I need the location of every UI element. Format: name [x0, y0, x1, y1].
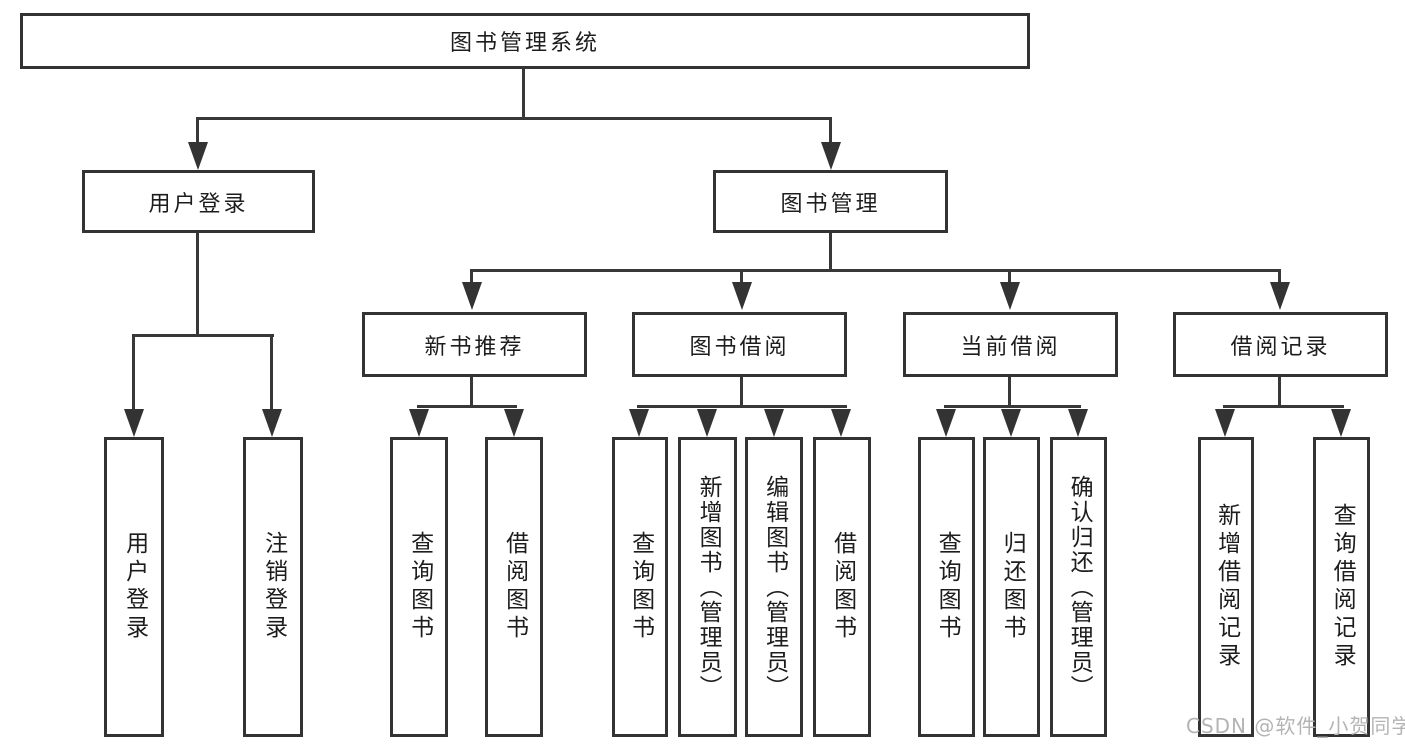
leaf-br-query-record-label: 查询借阅记录	[1329, 503, 1356, 671]
connector-book-mgmt-stem	[829, 117, 832, 145]
leaf-br-add-record-label: 新增借阅记录	[1213, 503, 1240, 671]
node-current-borrow-label: 当前借阅	[960, 334, 1061, 360]
connector-borrow-records-stem	[1278, 269, 1281, 285]
connector-leaf-user-login-stem	[132, 334, 135, 412]
connector-current-borrow-stem	[1008, 269, 1011, 285]
leaf-bb-edit-books-label: 编辑图书（管理员）	[761, 474, 788, 700]
arrow-to-cb-query	[936, 409, 956, 437]
leaf-cb-query-books: 查询图书	[918, 437, 975, 737]
connector-cb-horizontal	[944, 405, 1081, 408]
node-book-mgmt-label: 图书管理	[780, 191, 881, 217]
connector-br-stem	[1278, 377, 1281, 408]
node-current-borrow: 当前借阅	[903, 312, 1118, 377]
leaf-cb-return-books-label: 归还图书	[999, 531, 1026, 643]
leaf-bb-borrow-books: 借阅图书	[813, 437, 871, 737]
leaf-br-add-record: 新增借阅记录	[1198, 437, 1254, 737]
arrow-to-nb-query	[409, 409, 429, 437]
connector-root-horizontal	[196, 117, 832, 120]
arrow-to-cb-return	[1001, 409, 1021, 437]
leaf-user-login-label: 用户登录	[121, 531, 148, 643]
arrow-to-borrow-records	[1270, 282, 1290, 310]
node-user-login-label: 用户登录	[148, 191, 249, 217]
leaf-bb-add-books: 新增图书（管理员）	[678, 437, 737, 737]
node-book-borrow: 图书借阅	[632, 312, 847, 377]
arrow-to-br-query	[1331, 409, 1351, 437]
leaf-nb-query-books: 查询图书	[390, 437, 448, 737]
node-new-book-rec-label: 新书推荐	[424, 334, 525, 360]
arrow-to-current-borrow	[1000, 282, 1020, 310]
connector-root-stem	[522, 69, 525, 118]
leaf-nb-borrow-books: 借阅图书	[485, 437, 543, 737]
node-book-borrow-label: 图书借阅	[689, 334, 790, 360]
leaf-bb-edit-books: 编辑图书（管理员）	[745, 437, 803, 737]
connector-cb-stem	[1008, 377, 1011, 408]
connector-nb-stem	[470, 377, 473, 408]
leaf-bb-query-books: 查询图书	[612, 437, 668, 737]
node-root: 图书管理系统	[20, 13, 1030, 69]
leaf-cb-confirm-return: 确认归还（管理员）	[1050, 437, 1107, 737]
arrow-to-book-mgmt	[821, 142, 841, 170]
node-root-label: 图书管理系统	[449, 31, 600, 56]
leaf-cb-query-books-label: 查询图书	[934, 531, 961, 643]
leaf-logout: 注销登录	[243, 437, 303, 737]
leaf-cb-return-books: 归还图书	[983, 437, 1040, 737]
arrow-to-leaf-user-login	[124, 409, 144, 437]
arrow-to-nb-borrow	[504, 409, 524, 437]
connector-login-branch-horizontal	[132, 334, 274, 337]
connector-bb-horizontal	[637, 405, 847, 408]
connector-mgmt-branch-stem	[829, 233, 832, 272]
connector-new-book-stem	[470, 269, 473, 285]
connector-nb-horizontal	[417, 405, 517, 408]
node-borrow-records-label: 借阅记录	[1230, 334, 1331, 360]
arrow-to-user-login	[188, 142, 208, 170]
arrow-to-cb-confirm	[1068, 409, 1088, 437]
leaf-cb-confirm-return-label: 确认归还（管理员）	[1066, 474, 1093, 700]
connector-user-login-stem	[196, 117, 199, 145]
watermark: CSDN @软件_小贺同学	[1186, 714, 1405, 738]
leaf-user-login: 用户登录	[104, 437, 164, 737]
leaf-nb-borrow-books-label: 借阅图书	[501, 531, 528, 643]
leaf-bb-borrow-books-label: 借阅图书	[829, 531, 856, 643]
connector-bb-stem	[740, 377, 743, 408]
connector-br-horizontal	[1223, 405, 1344, 408]
arrow-to-book-borrow	[732, 282, 752, 310]
arrow-to-bb-borrow	[831, 409, 851, 437]
leaf-logout-label: 注销登录	[260, 531, 287, 643]
node-book-mgmt: 图书管理	[713, 170, 948, 233]
leaf-br-query-record: 查询借阅记录	[1313, 437, 1370, 737]
connector-login-branch-stem	[196, 233, 199, 337]
connector-book-borrow-stem	[740, 269, 743, 285]
node-user-login: 用户登录	[82, 170, 315, 233]
leaf-bb-add-books-label: 新增图书（管理员）	[695, 474, 722, 700]
node-new-book-rec: 新书推荐	[362, 312, 587, 377]
arrow-to-bb-edit	[764, 409, 784, 437]
leaf-nb-query-books-label: 查询图书	[406, 531, 433, 643]
arrow-to-br-add	[1215, 409, 1235, 437]
node-borrow-records: 借阅记录	[1173, 312, 1388, 377]
arrow-to-leaf-logout	[262, 409, 282, 437]
arrow-to-bb-add	[697, 409, 717, 437]
arrow-to-bb-query	[629, 409, 649, 437]
arrow-to-new-book-rec	[462, 282, 482, 310]
leaf-bb-query-books-label: 查询图书	[627, 531, 654, 643]
connector-mgmt-branch-horizontal	[470, 269, 1281, 272]
connector-leaf-logout-stem	[270, 334, 273, 412]
